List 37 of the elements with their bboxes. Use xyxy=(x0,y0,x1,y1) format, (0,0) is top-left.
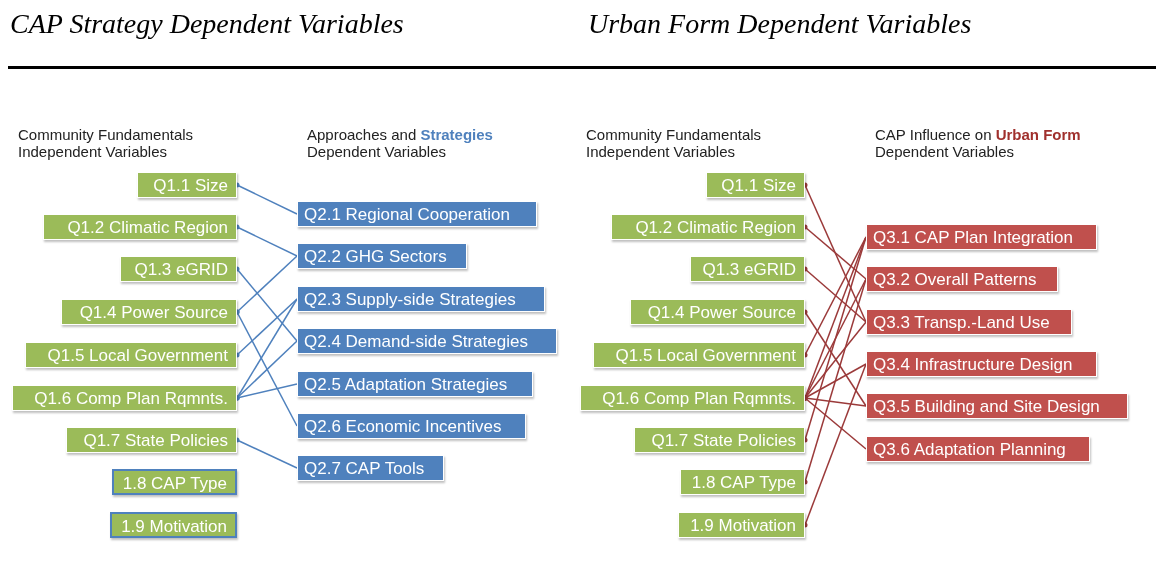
variable-box: Q3.1 CAP Plan Integration xyxy=(866,224,1097,250)
variable-box: Q1.7 State Policies xyxy=(634,427,805,453)
variable-box: Q1.5 Local Government xyxy=(25,342,237,368)
variable-box: Q1.6 Comp Plan Rqmnts. xyxy=(580,385,805,411)
column-heading: CAP Influence on Urban Form Dependent Variables xyxy=(875,126,1082,160)
variable-box: 1.9 Motivation xyxy=(110,512,237,538)
variable-box: 1.8 CAP Type xyxy=(680,469,805,495)
variable-box: Q2.2 GHG Sectors xyxy=(297,243,467,269)
variable-box: Q3.3 Transp.-Land Use xyxy=(866,309,1072,335)
column-heading: Community Fundamentals Independent Variables xyxy=(18,126,195,160)
variable-box: Q1.4 Power Source xyxy=(61,299,237,325)
variable-box: Q3.6 Adaptation Planning xyxy=(866,436,1090,462)
variable-box: Q3.4 Infrastructure Design xyxy=(866,351,1097,377)
variable-box: Q2.5 Adaptation Strategies xyxy=(297,371,533,397)
variable-box: Q1.1 Size xyxy=(137,172,237,198)
column-heading: Community Fundamentals Independent Variables xyxy=(586,126,763,160)
variable-box: 1.8 CAP Type xyxy=(112,469,237,495)
variable-box: Q3.2 Overall Patterns xyxy=(866,266,1058,292)
variable-box: Q2.3 Supply-side Strategies xyxy=(297,286,545,312)
variable-box: Q1.4 Power Source xyxy=(630,299,805,325)
variable-box: Q1.6 Comp Plan Rqmnts. xyxy=(12,385,237,411)
variable-box: 1.9 Motivation xyxy=(678,512,805,538)
variable-box: Q1.3 eGRID xyxy=(120,256,237,282)
variable-box: Q2.6 Economic Incentives xyxy=(297,413,526,439)
variable-box: Q2.7 CAP Tools xyxy=(297,455,444,481)
variable-box: Q1.3 eGRID xyxy=(690,256,805,282)
diagram-title: CAP Strategy Dependent Variables xyxy=(10,8,404,40)
variable-box: Q3.5 Building and Site Design xyxy=(866,393,1128,419)
variable-box: Q2.4 Demand-side Strategies xyxy=(297,328,557,354)
column-heading: Approaches and Strategies Dependent Variables xyxy=(307,126,494,160)
variable-box: Q1.7 State Policies xyxy=(66,427,237,453)
variable-box: Q1.2 Climatic Region xyxy=(43,214,237,240)
variable-box: Q1.5 Local Government xyxy=(593,342,805,368)
variable-box: Q1.1 Size xyxy=(706,172,805,198)
variable-box: Q1.2 Climatic Region xyxy=(611,214,805,240)
variable-box: Q2.1 Regional Cooperation xyxy=(297,201,537,227)
section-title: Urban Form Dependent Variables xyxy=(588,8,972,40)
